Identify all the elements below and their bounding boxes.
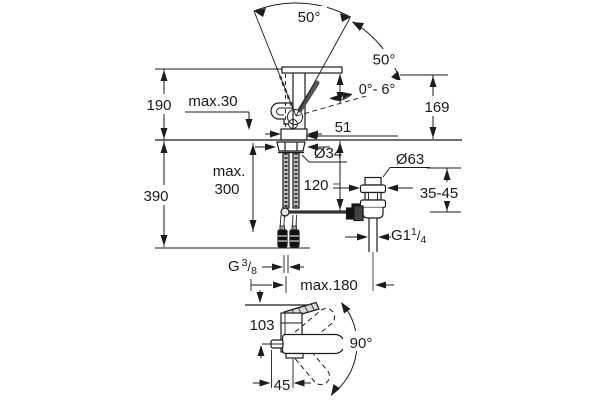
spout-top-plate bbox=[281, 66, 343, 74]
angle-arcs bbox=[253, 2, 402, 103]
dim-outlet-offset: 45 bbox=[274, 377, 291, 394]
hose-fitting-left bbox=[277, 229, 288, 248]
dim-hose-depth-max-line2: 300 bbox=[214, 181, 239, 198]
dim-deck-hole-diameter: Ø34 bbox=[314, 145, 342, 162]
waste-set bbox=[345, 176, 387, 291]
spout-swivel-outline-up bbox=[288, 308, 336, 351]
top-view bbox=[245, 301, 358, 396]
waste-flange bbox=[359, 184, 387, 194]
dim-hose-depth-max-line1: max. bbox=[213, 163, 246, 180]
lever-range-line-left bbox=[253, 10, 297, 117]
dimension-lines bbox=[155, 68, 461, 303]
lever-handle bbox=[297, 80, 320, 113]
dim-waste-flange-diameter: Ø63 bbox=[396, 151, 424, 168]
swivel-arc bbox=[330, 303, 358, 396]
waste-rod-socket bbox=[353, 205, 364, 222]
faucet-base bbox=[280, 128, 308, 141]
dim-spout-reach: 51 bbox=[335, 119, 352, 136]
dim-spout-tilt-range: 0°- 6° bbox=[359, 82, 396, 98]
waste-plug-cap bbox=[364, 176, 382, 186]
dim-popup-rod-depth: 120 bbox=[303, 177, 328, 194]
dim-deck-thickness-max: max.30 bbox=[188, 93, 237, 110]
mounting-nut bbox=[276, 141, 306, 152]
body-foot-top-view bbox=[285, 352, 304, 359]
waste-body bbox=[362, 207, 384, 219]
waste-locknut bbox=[359, 199, 387, 209]
lever-angle-arc-top bbox=[253, 2, 352, 18]
dim-body-height: 103 bbox=[249, 317, 274, 334]
dim-lever-angle-top: 50° bbox=[298, 9, 321, 26]
dim-swivel-angle: 90° bbox=[350, 335, 373, 352]
popup-rod-ball-joint bbox=[280, 207, 290, 217]
dim-popup-rod-reach-max: max.180 bbox=[300, 277, 358, 294]
spout-tilt-arc bbox=[329, 93, 353, 101]
side-view bbox=[155, 2, 462, 303]
spout-tilt-dashed-line bbox=[295, 85, 402, 117]
dim-lever-angle-front: 50° bbox=[373, 52, 396, 69]
lever-joint bbox=[287, 109, 303, 125]
dim-below-deck-depth: 390 bbox=[143, 188, 168, 205]
lever-range-line-right bbox=[295, 17, 351, 117]
spout-swivel-outline-down bbox=[287, 338, 330, 386]
dim-waste-outlet-thread: G11/4 bbox=[391, 226, 426, 246]
dimension-labels: 50° 50° 0°- 6° 169 190 max.30 51 Ø34 390… bbox=[137, 6, 465, 394]
spout-outlet bbox=[270, 102, 293, 125]
spout-top-view bbox=[281, 333, 346, 355]
dim-outlet-height: 169 bbox=[424, 99, 449, 116]
hose-fitting-right bbox=[289, 229, 300, 248]
dim-height-above-deck: 190 bbox=[146, 97, 171, 114]
dim-waste-deck-range: 35-45 bbox=[420, 185, 458, 202]
faucet-side bbox=[253, 10, 402, 141]
